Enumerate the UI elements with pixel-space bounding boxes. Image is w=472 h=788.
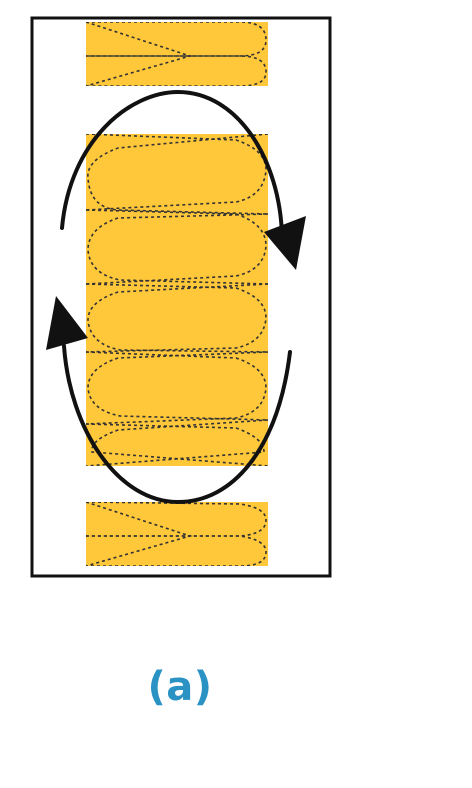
teardrop-crossing [86,502,193,566]
middle-block-pattern [86,134,268,466]
teardrop-row [86,283,267,353]
teardrop-row [91,419,268,466]
teardrop-row [86,502,267,537]
bottom-block [86,502,268,566]
left-circulation-arc [62,344,292,505]
teardrop-crossing [86,22,193,86]
right-circulation-arc [60,89,284,238]
circulation-arrows [60,89,292,505]
teardrop-row [86,535,267,566]
teardrop-row [86,423,265,466]
top-block-pattern [86,22,267,86]
bottom-block-pattern [86,502,267,566]
teardrop-row [86,22,267,57]
figure-caption: (a) [147,664,213,710]
arrowhead-up [46,296,88,350]
teardrop-row [87,134,268,215]
arrowhead-down [264,216,306,270]
top-block [86,22,268,86]
middle-block [86,134,268,466]
teardrop-row [87,283,268,353]
teardrop-row [86,55,267,86]
teardrop-row [86,351,267,425]
teardrop-row [87,351,268,421]
container-outline [30,16,332,578]
